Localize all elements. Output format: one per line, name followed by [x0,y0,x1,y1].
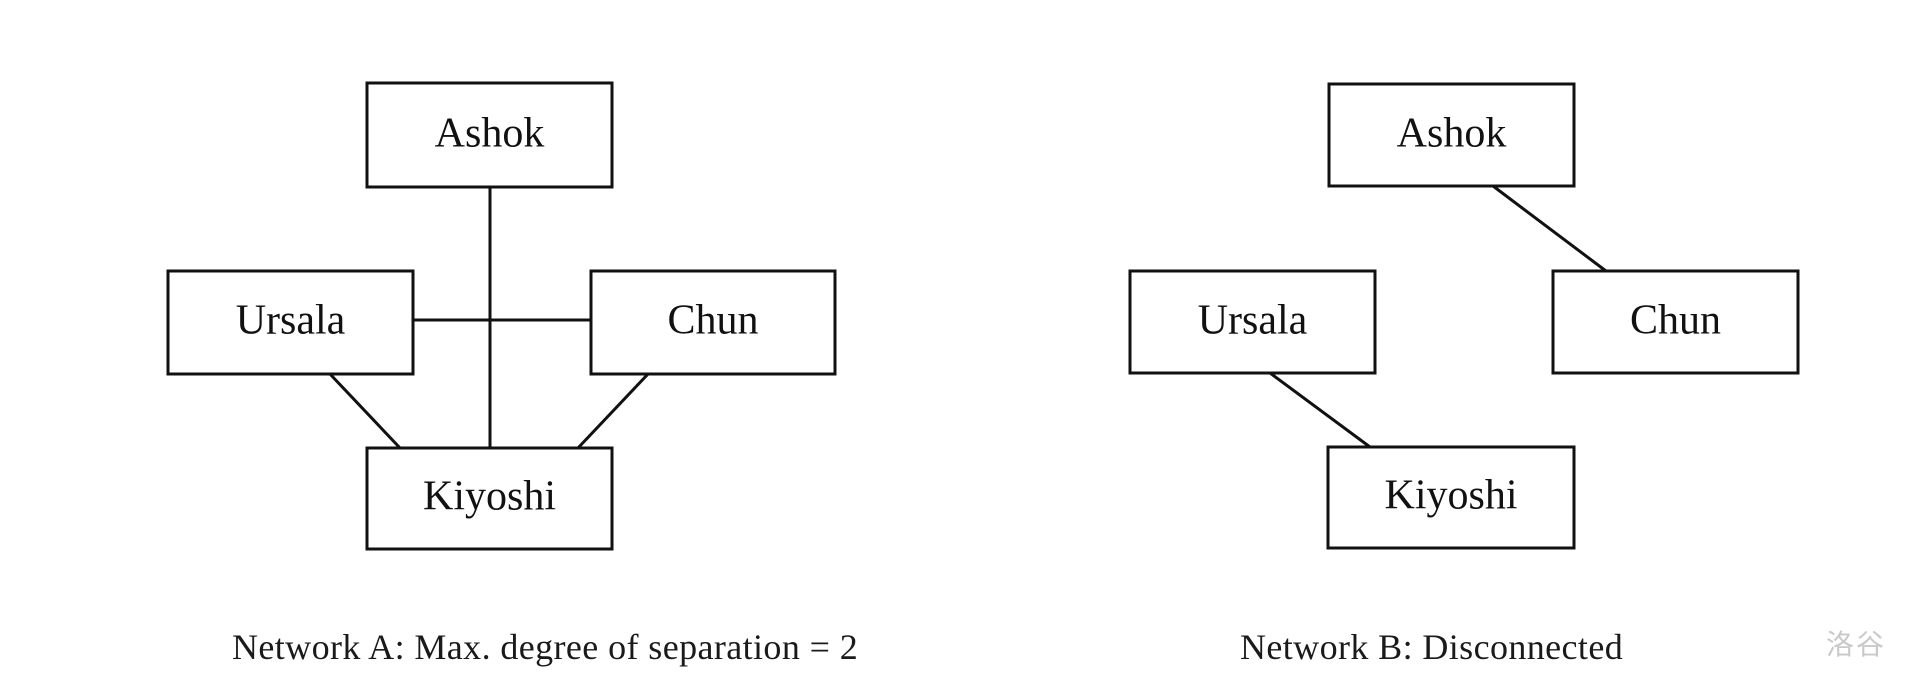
node-box[interactable] [1128,269,1377,375]
node-ashok-a[interactable]: Ashok [365,81,614,189]
network-b-caption: Network B: Disconnected [1240,627,1624,667]
node-ursala-a[interactable]: Ursala [166,269,415,376]
node-box[interactable] [365,81,614,189]
node-label: Ursala [236,298,346,344]
edge-chun-kiyoshi [576,372,650,450]
edge-ashok-chun [1492,184,1607,273]
network-a-edges [328,187,650,450]
node-box[interactable] [589,269,837,376]
node-label: Ashok [435,111,545,157]
node-kiyoshi-b[interactable]: Kiyoshi [1326,445,1576,550]
network-a-caption: Network A: Max. degree of separation = 2 [232,627,859,667]
node-label: Ashok [1397,111,1507,157]
node-label: Kiyoshi [423,474,556,520]
network-a-panel: Ashok Ursala Chun Kiyoshi [166,81,837,551]
node-label: Chun [667,298,758,344]
node-box[interactable] [166,269,415,376]
edge-ursala-kiyoshi [328,372,402,450]
node-chun-b[interactable]: Chun [1551,269,1800,375]
edge-ursala-kiyoshi [1269,371,1371,449]
node-label: Ursala [1198,298,1308,344]
node-chun-a[interactable]: Chun [589,269,837,376]
network-b-edges [1269,184,1607,449]
node-ursala-b[interactable]: Ursala [1128,269,1377,375]
node-box[interactable] [1326,445,1576,550]
node-label: Kiyoshi [1384,473,1517,519]
node-box[interactable] [1327,82,1576,188]
node-ashok-b[interactable]: Ashok [1327,82,1576,188]
watermark-label: 洛谷 [1826,628,1887,661]
node-label: Chun [1630,298,1721,344]
node-kiyoshi-a[interactable]: Kiyoshi [365,446,614,551]
network-b-panel: Ashok Ursala Chun Kiyoshi [1128,82,1800,550]
node-box[interactable] [365,446,614,551]
node-box[interactable] [1551,269,1800,375]
